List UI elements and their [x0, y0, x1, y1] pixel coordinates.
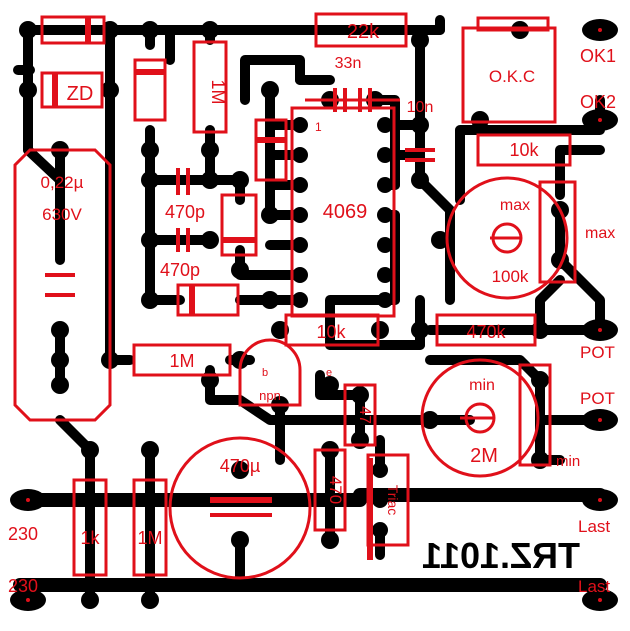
- electrolytic-capacitor: [168, 436, 312, 580]
- label-470: 470: [326, 476, 345, 504]
- transistor-npn: [238, 338, 302, 407]
- labels: 22k 33n 10n O.K.C OK1 OK2 10k max max 10…: [8, 21, 616, 596]
- resistor-47: [343, 383, 377, 447]
- resistor-1m-top: [192, 40, 228, 134]
- label-okc: O.K.C: [489, 67, 535, 86]
- label-2m: 2M: [470, 445, 498, 467]
- label-min: min: [469, 377, 495, 394]
- label-470k: 470k: [466, 322, 506, 342]
- resistor-1k: [72, 478, 108, 577]
- label-100k: 100k: [492, 267, 529, 286]
- diode-horizontal: [176, 283, 240, 317]
- label-npn: npn: [259, 388, 281, 403]
- resistor-10k-mid: [284, 313, 380, 347]
- pot-2m: [420, 358, 540, 478]
- label-triac: Triac: [385, 485, 401, 516]
- silkscreen: [13, 12, 577, 580]
- label-1m-mid: 1M: [169, 351, 194, 371]
- label-pot-1: POT: [580, 343, 615, 362]
- optocoupler-okc: [461, 26, 557, 124]
- label-pin1: 1: [315, 120, 322, 134]
- label-min-side: min: [556, 453, 580, 470]
- label-470p-2: 470p: [160, 260, 200, 280]
- resistor-470k: [435, 313, 537, 347]
- diode-vertical: [133, 58, 167, 122]
- capacitor-0-22: [13, 148, 112, 422]
- label-4069: 4069: [323, 201, 368, 223]
- resistor-470: [313, 448, 347, 532]
- zener-diode: [40, 71, 104, 109]
- label-ok1: OK1: [580, 46, 616, 66]
- board-code-mirrored: TRZ.1011: [422, 535, 580, 576]
- label-cap-voltage: 630V: [42, 205, 82, 224]
- resistor-1m-mid: [132, 343, 232, 377]
- label-max: max: [500, 197, 530, 214]
- label-last-2: Last: [578, 577, 610, 596]
- label-230-1: 230: [8, 524, 38, 544]
- label-max-side: max: [585, 225, 615, 242]
- label-npn-e: e: [326, 367, 332, 379]
- label-33n: 33n: [335, 55, 362, 72]
- label-ok2: OK2: [580, 92, 616, 112]
- label-1m-bottom: 1M: [137, 528, 162, 548]
- label-zd: ZD: [67, 83, 94, 105]
- resistor-1m-bottom: [132, 478, 168, 577]
- label-470p-1: 470p: [165, 202, 205, 222]
- label-22k: 22k: [347, 21, 380, 43]
- label-10k-top: 10k: [509, 140, 539, 160]
- resistor-10k-top: [476, 133, 572, 167]
- label-1m-top: 1M: [208, 79, 228, 104]
- diode-ic-left: [254, 118, 288, 182]
- diode-top: [40, 15, 106, 45]
- label-47: 47: [356, 406, 373, 424]
- label-1k: 1k: [80, 528, 100, 548]
- label-230-2: 230: [8, 576, 38, 596]
- pad-holes: [26, 28, 602, 602]
- label-pot-2: POT: [580, 389, 615, 408]
- pot-100k: [445, 176, 569, 300]
- label-cap-value: 0,22µ: [41, 173, 84, 192]
- label-10k-mid: 10k: [316, 322, 346, 342]
- label-470u: 470µ: [220, 456, 260, 476]
- label-10n: 10n: [407, 99, 434, 116]
- label-last-1: Last: [578, 517, 610, 536]
- resistor-22k: [314, 12, 408, 48]
- diode-mid: [220, 193, 258, 257]
- label-npn-b: b: [262, 367, 268, 379]
